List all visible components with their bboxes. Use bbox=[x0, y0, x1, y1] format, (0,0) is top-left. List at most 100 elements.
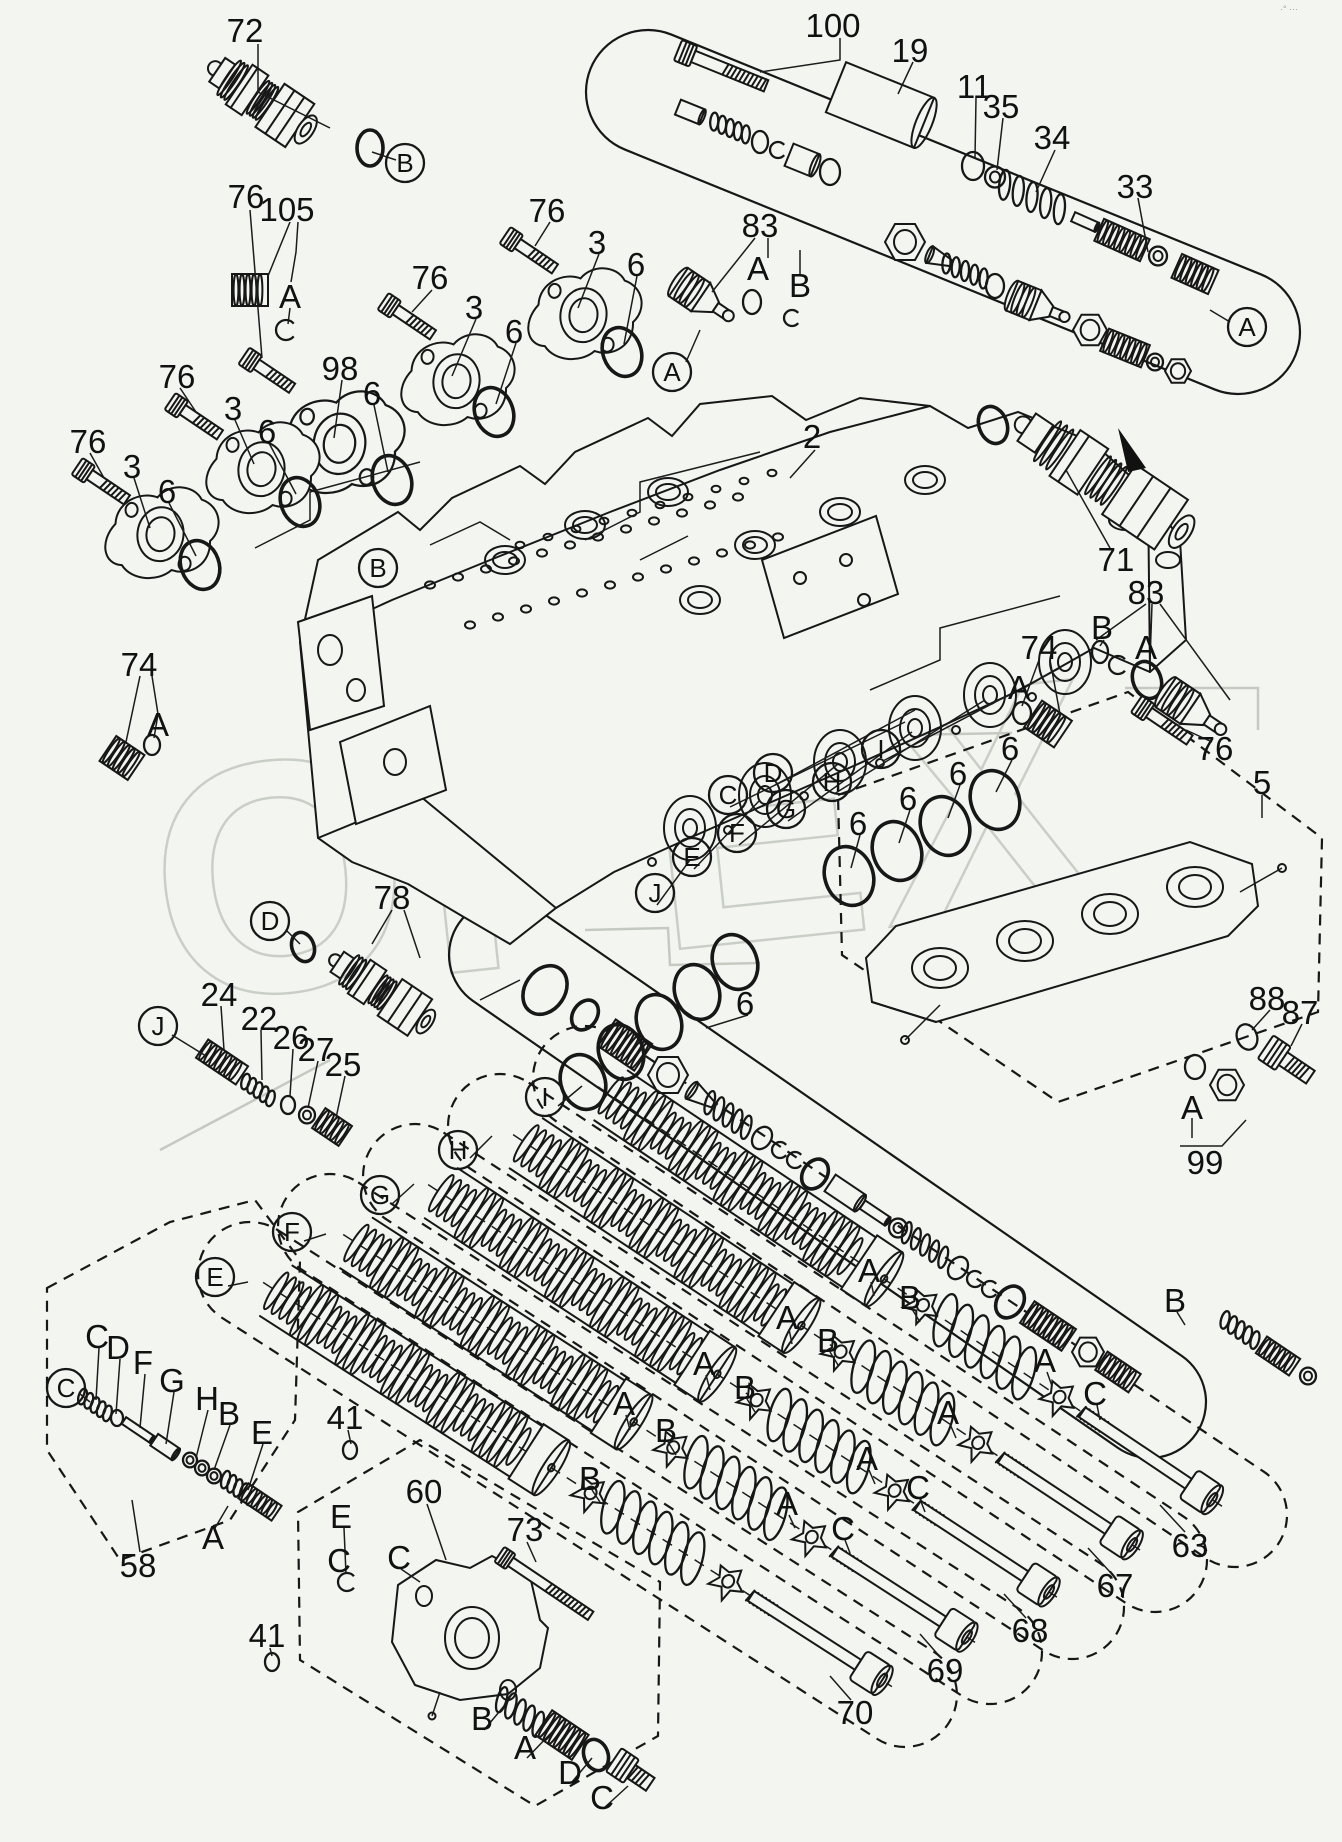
leader-line bbox=[139, 1373, 146, 1429]
spool-row2 bbox=[423, 1167, 738, 1403]
callout-letter-E: E bbox=[251, 1414, 273, 1451]
leader-line bbox=[151, 675, 159, 739]
oring-72 bbox=[355, 128, 385, 168]
oring-60D bbox=[581, 1737, 611, 1773]
leader-line bbox=[95, 1347, 100, 1401]
callout-letter-A: A bbox=[693, 1345, 715, 1382]
kit58-washer3 bbox=[205, 1467, 223, 1485]
callout-letter-E: E bbox=[330, 1498, 352, 1535]
rod-33-end bbox=[1170, 252, 1220, 296]
rod-33-washer bbox=[1147, 245, 1169, 267]
callout-number-76: 76 bbox=[159, 358, 196, 395]
callout-number-74: 74 bbox=[1021, 629, 1058, 666]
callout-letter-A: A bbox=[856, 1440, 878, 1477]
bolt-76-set5 bbox=[71, 457, 132, 506]
callout-letter-B: B bbox=[734, 1369, 756, 1406]
circled-letter-J: J bbox=[634, 872, 676, 914]
spring-seat-A bbox=[817, 1333, 857, 1374]
oring-71 bbox=[976, 404, 1010, 446]
lower-oring-6-1 bbox=[672, 962, 722, 1022]
callout-number-88: 88 bbox=[1249, 980, 1286, 1017]
spring-B bbox=[600, 1479, 706, 1586]
cap-oring3 bbox=[984, 272, 1006, 300]
leader-line bbox=[373, 404, 389, 473]
big-oring-6-1 bbox=[918, 794, 972, 858]
spring-seat-A2 bbox=[871, 1472, 911, 1513]
sleeve-60A bbox=[533, 1708, 591, 1762]
plug-74L bbox=[98, 734, 146, 782]
circled-letter-G: G bbox=[359, 1174, 401, 1216]
callout-number-99: 99 bbox=[1187, 1144, 1224, 1181]
callout-letter-B: B bbox=[471, 1700, 493, 1737]
callout-number-6: 6 bbox=[736, 985, 754, 1022]
callout-letter-A: A bbox=[747, 250, 769, 287]
leader-line bbox=[1095, 603, 1147, 641]
coupler-83R bbox=[1153, 676, 1228, 736]
cap-nut2 bbox=[1071, 313, 1109, 347]
leader-line bbox=[1035, 149, 1056, 193]
circled-letter-E: E bbox=[194, 1256, 236, 1298]
callout-number-76: 76 bbox=[228, 178, 265, 215]
svg-text:F: F bbox=[284, 1217, 300, 1247]
pilot-nut2 bbox=[1070, 1336, 1106, 1368]
pointer-triangle-71 bbox=[1118, 428, 1146, 472]
callout-number-68: 68 bbox=[1012, 1612, 1049, 1649]
leader-line bbox=[289, 1048, 294, 1097]
spool-row-capsule-67 bbox=[446, 1072, 1209, 1614]
callout-number-83: 83 bbox=[1128, 574, 1165, 611]
svg-text:C: C bbox=[719, 780, 738, 810]
leader-line bbox=[919, 1633, 942, 1659]
leader-line bbox=[1159, 603, 1231, 701]
callout-letter-A: A bbox=[613, 1385, 635, 1422]
leader-line bbox=[1046, 1371, 1053, 1387]
callout-number-74: 74 bbox=[121, 646, 158, 683]
leader-line bbox=[79, 1393, 91, 1403]
callout-number-100: 100 bbox=[805, 7, 860, 44]
bolt-76-set4 bbox=[164, 392, 225, 441]
leader-line bbox=[131, 1499, 141, 1553]
leader-line bbox=[729, 721, 906, 808]
circled-letter-E: E bbox=[671, 836, 713, 878]
callout-number-41: 41 bbox=[327, 1399, 364, 1436]
leader-line bbox=[591, 1489, 601, 1503]
callout-number-6: 6 bbox=[899, 780, 917, 817]
spool-end-bolt-C bbox=[994, 1451, 1144, 1561]
leader-line bbox=[1149, 603, 1153, 663]
flange-3-set4 bbox=[205, 421, 321, 514]
leader-line bbox=[911, 1308, 921, 1323]
leader-line bbox=[451, 318, 477, 377]
flange-3-set5 bbox=[104, 486, 220, 579]
callout-letter-A: A bbox=[514, 1729, 536, 1766]
reference-polyline bbox=[584, 451, 761, 541]
leader-line bbox=[403, 909, 421, 959]
pilot-nut bbox=[646, 1056, 690, 1094]
pilot-oring1 bbox=[569, 998, 601, 1032]
leader-line bbox=[287, 307, 291, 325]
plug-105 bbox=[231, 273, 269, 307]
callout-number-58: 58 bbox=[120, 1547, 157, 1584]
corner-artifact: ·° ··· bbox=[1280, 4, 1298, 14]
leader-line bbox=[371, 151, 397, 161]
leader-line bbox=[195, 1409, 209, 1459]
circled-letter-J: J bbox=[137, 1005, 179, 1047]
pilot-oring4 bbox=[946, 1255, 970, 1281]
circled-letter-I: I bbox=[860, 728, 902, 770]
spool-end-bolt-C bbox=[744, 1589, 894, 1696]
leader-line bbox=[165, 1391, 175, 1445]
cap-coupler bbox=[1003, 279, 1071, 324]
spring-seat-A2 bbox=[705, 1563, 744, 1604]
callout-letter-H: H bbox=[195, 1380, 219, 1417]
spring-B bbox=[766, 1387, 872, 1495]
cylinder-19 bbox=[824, 60, 938, 150]
spool-end-bolt-C bbox=[1075, 1405, 1225, 1516]
leader-line bbox=[870, 1281, 875, 1297]
leader-line bbox=[285, 929, 301, 945]
callout-number-72: 72 bbox=[227, 12, 264, 49]
kit58-rod bbox=[236, 1481, 284, 1523]
leader-line bbox=[133, 477, 151, 529]
callout-letter-B: B bbox=[1091, 609, 1113, 646]
callout-number-63: 63 bbox=[1172, 1527, 1209, 1564]
spool-row-capsule-68 bbox=[361, 1122, 1125, 1660]
cap-spring2 bbox=[941, 252, 989, 290]
leader-line bbox=[267, 221, 291, 277]
